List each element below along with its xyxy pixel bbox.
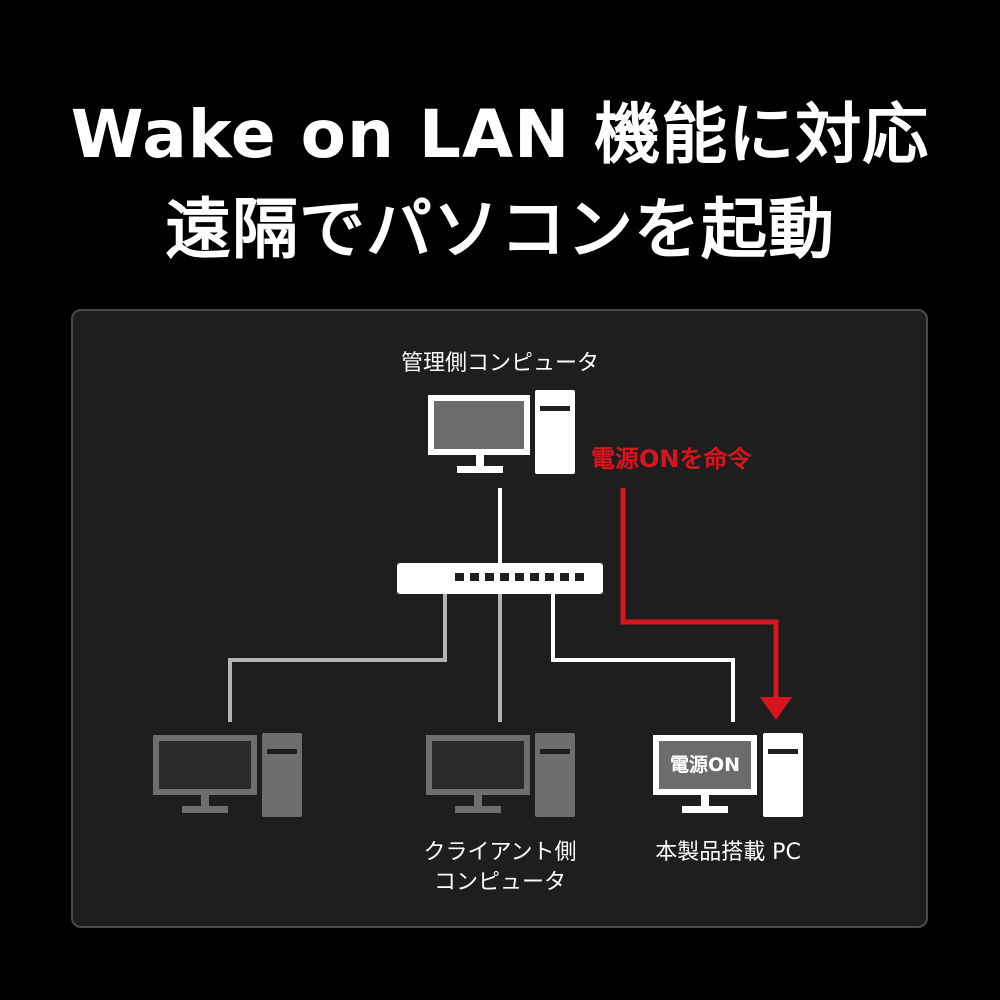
admin-computer-icon — [428, 390, 575, 474]
power-on-command-label: 電源ONを命令 — [591, 445, 752, 473]
wake-command-arrow-icon — [620, 488, 792, 720]
target-screen-text: 電源ON — [669, 754, 741, 776]
client-left-cable — [228, 593, 447, 722]
client-computer-label-line-1: クライアント側 — [423, 840, 577, 865]
client-computer-left-icon — [153, 733, 302, 817]
page-title-line-1: Wake on LAN 機能に対応 — [70, 96, 930, 173]
client-computer-middle-icon — [426, 733, 575, 817]
target-computer-icon — [653, 733, 803, 817]
network-switch-icon — [397, 563, 603, 594]
client-computer-label-line-2: コンピュータ — [433, 870, 566, 895]
target-cable — [551, 593, 735, 722]
admin-computer-label: 管理側コンピュータ — [400, 351, 599, 376]
switch-ports — [455, 573, 584, 581]
page-title-line-2: 遠隔でパソコンを起動 — [165, 191, 835, 268]
target-computer-label: 本製品搭載 PC — [655, 840, 801, 865]
network-cables — [228, 488, 735, 722]
